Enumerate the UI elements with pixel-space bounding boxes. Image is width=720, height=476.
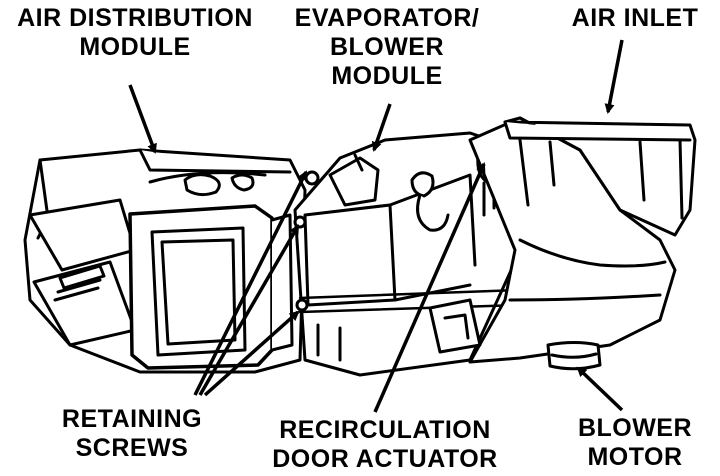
label-recirculation-line2: DOOR ACTUATOR <box>272 445 498 473</box>
label-air-inlet: AIR INLET <box>560 4 710 33</box>
label-retaining-screws: RETAINING SCREWS <box>52 405 212 463</box>
label-recirculation-line1: RECIRCULATION <box>279 416 491 444</box>
label-air-inlet-line1: AIR INLET <box>571 4 699 32</box>
label-blower-motor-line2: MOTOR <box>587 443 683 471</box>
label-evaporator-line1: EVAPORATOR/ <box>294 4 480 32</box>
leader-arrows <box>128 39 624 413</box>
label-recirculation-door-actuator: RECIRCULATION DOOR ACTUATOR <box>262 416 508 474</box>
label-air-distribution-module: AIR DISTRIBUTION MODULE <box>6 4 264 62</box>
label-retaining-line1: RETAINING <box>61 405 203 433</box>
blower-housing-drawing <box>428 116 697 371</box>
label-air-distribution-line2: MODULE <box>79 33 191 61</box>
retaining-screw-marks <box>293 170 320 312</box>
label-evaporator-line2: BLOWER <box>329 33 445 61</box>
label-evaporator-line3: MODULE <box>331 62 443 90</box>
air-distribution-module-drawing <box>23 148 307 374</box>
label-air-distribution-line1: AIR DISTRIBUTION <box>17 4 253 32</box>
label-blower-motor: BLOWER MOTOR <box>560 414 710 472</box>
label-blower-motor-line1: BLOWER <box>577 414 693 442</box>
label-evaporator-blower-module: EVAPORATOR/ BLOWER MODULE <box>282 4 492 91</box>
label-retaining-line2: SCREWS <box>75 434 189 462</box>
